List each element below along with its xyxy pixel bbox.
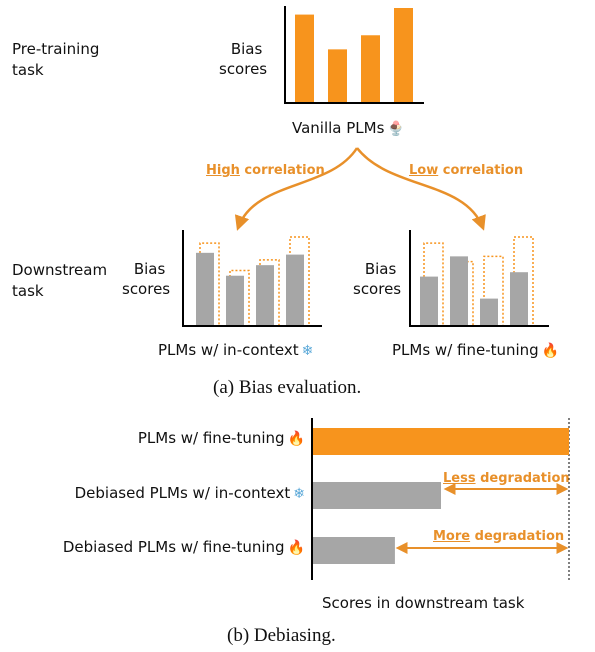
debias-bar-3 <box>313 537 395 564</box>
row-label-in-context-text: Debiased PLMs w/ in-context <box>74 484 291 502</box>
fine-tuning-bias-line1: Bias <box>364 260 397 278</box>
in-context-bar-1 <box>196 252 214 325</box>
in-context-bar-3 <box>256 265 274 325</box>
fine-tuning-outline-3 <box>483 255 504 325</box>
high-correlation-arrow <box>234 147 359 231</box>
high-text: High <box>206 163 240 178</box>
x-axis-label: Scores in downstream task <box>322 594 525 612</box>
pretraining-label-line1: Pre-training <box>12 40 100 58</box>
low-correlation-rest: correlation <box>438 163 524 178</box>
ice-cream-icon: 🍨 <box>387 121 405 137</box>
fine-tuning-bias-line2: scores <box>353 280 402 298</box>
fine-tuning-caption: PLMs w/ fine-tuning🔥 <box>392 341 560 359</box>
in-context-bar-4 <box>286 254 304 325</box>
more-text: More <box>433 529 471 544</box>
high-correlation-label: High correlation <box>206 164 325 177</box>
low-correlation-label: Low correlation <box>409 164 523 177</box>
fine-tuning-bias-scores-label: Bias scores <box>353 260 401 297</box>
fire-icon: 🔥 <box>287 431 305 447</box>
in-context-bias-line2: scores <box>122 280 171 298</box>
caption-b: (b) Debiasing. <box>227 625 336 646</box>
snowflake-icon: ❄ <box>293 486 305 502</box>
debias-bar-2 <box>313 482 441 509</box>
debiasing-chart <box>311 418 570 580</box>
row-label-debiased-ft-text: Debiased PLMs w/ fine-tuning <box>62 538 285 556</box>
fine-tuning-bar-3 <box>480 298 498 325</box>
less-text: Less <box>443 471 476 486</box>
more-degradation-rest: degradation <box>470 529 565 544</box>
snowflake-icon: ❄ <box>301 343 314 359</box>
vanilla-bias-line1: Bias <box>230 40 263 58</box>
fine-tuning-bar-4 <box>510 272 528 325</box>
downstream-label-line1: Downstream <box>12 261 108 279</box>
vanilla-plms-text: Vanilla PLMs <box>292 119 385 137</box>
downstream-task-label: Downstream task <box>12 263 107 299</box>
less-degradation-rest: degradation <box>475 471 570 486</box>
fine-tuning-caption-text: PLMs w/ fine-tuning <box>392 341 539 359</box>
low-text: Low <box>409 163 439 178</box>
vanilla-bias-scores-label: Bias scores <box>219 40 267 77</box>
fire-icon: 🔥 <box>541 343 560 359</box>
in-context-caption: PLMs w/ in-context❄ <box>158 341 314 359</box>
row-label-fine-tuning: PLMs w/ fine-tuning🔥 <box>137 429 305 447</box>
row-label-debiased-fine-tuning: Debiased PLMs w/ fine-tuning🔥 <box>62 538 305 556</box>
fine-tuning-bias-chart <box>409 230 549 327</box>
pretraining-label-line2: task <box>12 61 44 79</box>
fine-tuning-bar-2 <box>450 256 468 325</box>
high-correlation-rest: correlation <box>239 163 325 178</box>
caption-a: (a) Bias evaluation. <box>213 377 362 398</box>
debias-bar-1 <box>313 428 569 455</box>
row-label-fine-tuning-text: PLMs w/ fine-tuning <box>137 429 285 447</box>
pretraining-task-label: Pre-training task <box>12 42 99 78</box>
more-degradation-label: More degradation <box>433 530 564 543</box>
in-context-outline-2 <box>229 269 250 325</box>
vanilla-bar-3 <box>361 35 380 103</box>
vanilla-bar-1 <box>295 14 314 102</box>
vanilla-bias-line2: scores <box>219 60 268 78</box>
in-context-bar-2 <box>226 275 244 325</box>
low-correlation-arrow <box>356 147 486 231</box>
in-context-bias-chart <box>182 230 322 327</box>
less-degradation-label: Less degradation <box>443 472 570 485</box>
in-context-caption-text: PLMs w/ in-context <box>158 341 299 359</box>
vanilla-plms-caption: Vanilla PLMs🍨 <box>292 119 405 137</box>
vanilla-bar-2 <box>328 49 347 102</box>
downstream-label-line2: task <box>12 282 44 300</box>
row-label-debiased-in-context: Debiased PLMs w/ in-context❄ <box>74 484 305 502</box>
in-context-bias-line1: Bias <box>133 260 166 278</box>
vanilla-bar-4 <box>394 8 413 102</box>
fire-icon: 🔥 <box>287 540 305 556</box>
in-context-bias-scores-label: Bias scores <box>122 260 170 297</box>
vanilla-bias-chart <box>284 6 424 104</box>
fine-tuning-bar-1 <box>420 276 438 325</box>
